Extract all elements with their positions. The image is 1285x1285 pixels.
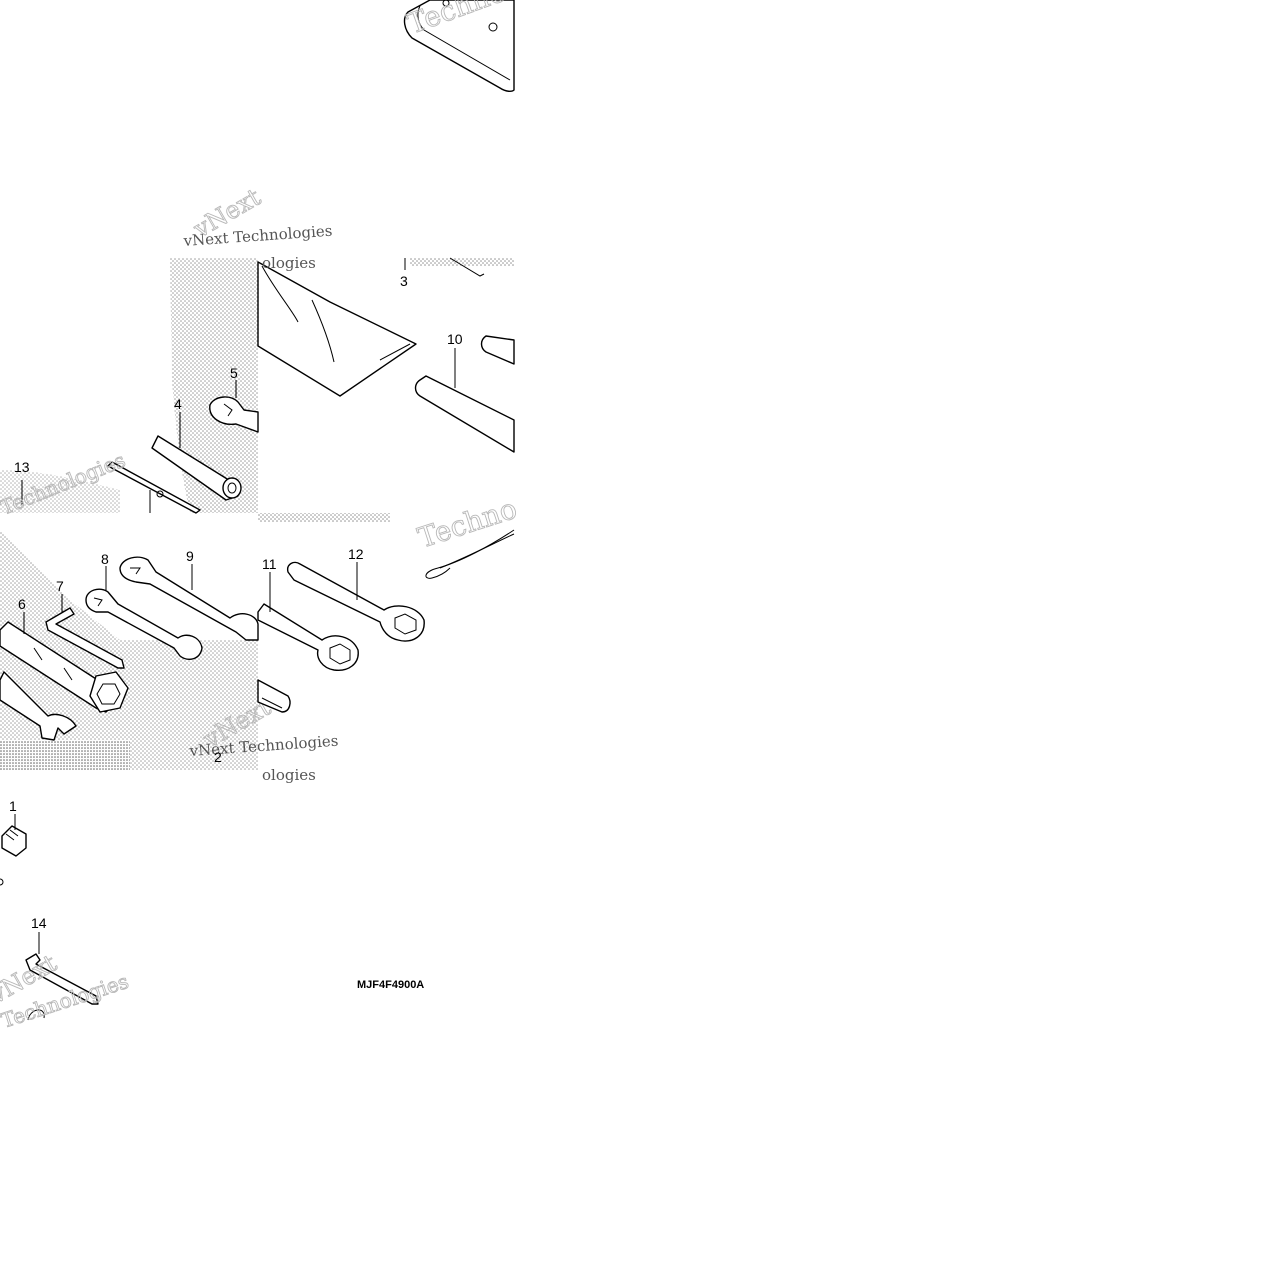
open-wrench	[0, 671, 77, 741]
socket-wrench-6	[0, 612, 129, 713]
callout-5: 5	[230, 365, 238, 381]
callout-11: 11	[262, 556, 277, 572]
socket-handle	[151, 412, 242, 501]
watermark-text: ologies	[262, 766, 316, 784]
callout-8: 8	[101, 551, 109, 567]
flat-bar	[414, 335, 515, 453]
callout-6: 6	[18, 596, 26, 612]
tile-lower-left: 6 7 8 9 vNext Technologies vNext 2	[0, 530, 339, 770]
watermark-text: Techno	[414, 492, 521, 555]
callout-13: 13	[14, 459, 30, 475]
box-wrench-11	[257, 572, 359, 671]
callout-2: 2	[214, 749, 222, 765]
callout-4: 4	[174, 396, 182, 412]
tool-bag-corner	[403, 0, 515, 93]
callout-7: 7	[56, 578, 64, 594]
drawing-code: MJF4F4900A	[357, 979, 424, 991]
watermark-text: ologies	[262, 254, 316, 272]
callout-3: 3	[400, 273, 408, 289]
wrench-9	[119, 556, 259, 641]
hex-key-14	[25, 932, 99, 1005]
wrench-8	[85, 566, 203, 660]
box-wrench-12	[286, 561, 425, 642]
callout-14: 14	[31, 915, 47, 931]
wrench-5	[209, 380, 259, 433]
callout-9: 9	[186, 548, 194, 564]
tool-strap	[425, 529, 515, 579]
tile-upper-right: 3 10 ologies	[257, 254, 515, 453]
hex-key-7	[45, 594, 125, 669]
clip-1	[1, 814, 27, 857]
callout-12: 12	[348, 546, 364, 562]
callout-1: 1	[9, 798, 17, 814]
callout-10: 10	[447, 331, 463, 347]
screwdriver	[21, 461, 201, 514]
tile-bottom: 1 14 vNext Technologies	[0, 798, 132, 1033]
